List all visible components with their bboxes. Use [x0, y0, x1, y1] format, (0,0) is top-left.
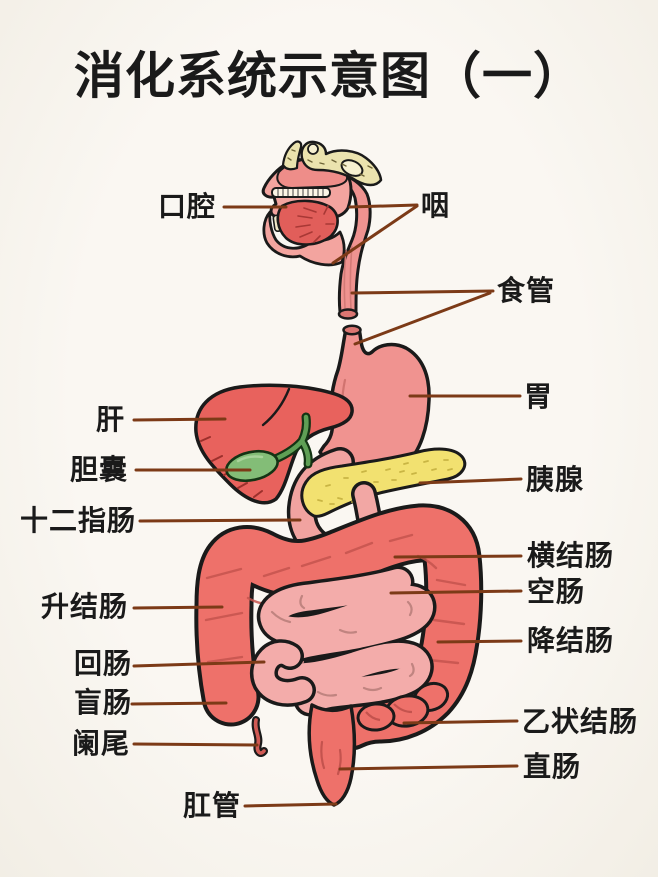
bile-ducts	[263, 412, 313, 469]
line-pharynx-upper	[348, 203, 419, 209]
label-jejunum: 空肠	[527, 575, 586, 608]
line-duodenum	[138, 518, 302, 523]
appendix-shape	[251, 716, 268, 757]
label-pharynx: 咽	[421, 189, 451, 222]
line-transverse-colon	[393, 554, 523, 559]
rectum-shape	[307, 703, 357, 807]
bone-speckles	[287, 149, 373, 177]
label-appendix: 阑尾	[72, 727, 131, 760]
line-esophagus-lower	[353, 291, 492, 346]
label-duodenum: 十二指肠	[20, 504, 137, 537]
liver-fissure	[261, 387, 291, 427]
label-rectum: 直肠	[523, 750, 582, 783]
label-descending-colon: 降结肠	[527, 624, 615, 657]
label-cecum: 盲肠	[74, 686, 133, 719]
line-pharynx-lower	[331, 204, 419, 265]
terminal-ileum-tube	[249, 639, 316, 707]
label-anal-canal: 肛管	[183, 789, 242, 822]
teeth	[271, 187, 331, 198]
rectum-shading	[320, 740, 342, 776]
line-rectum	[338, 764, 519, 771]
esophagus-cut-end	[337, 308, 359, 320]
label-oral-cavity: 口腔	[158, 190, 217, 223]
sigmoid-bumps	[356, 681, 450, 732]
label-esophagus: 食管	[497, 274, 556, 307]
line-descending-colon	[436, 639, 523, 644]
label-pancreas: 胰腺	[526, 463, 585, 496]
line-sigmoid-colon	[402, 719, 519, 725]
tongue-shape	[276, 199, 339, 246]
line-appendix	[132, 742, 259, 747]
label-ileum: 回肠	[74, 647, 133, 680]
line-anal-canal	[243, 802, 338, 808]
tongue-texture	[295, 205, 335, 243]
line-jejunum	[389, 589, 523, 595]
label-gallbladder: 胆囊	[70, 453, 129, 486]
line-esophagus-upper	[350, 289, 495, 295]
line-ascending-colon	[132, 605, 224, 610]
label-stomach: 胃	[524, 380, 554, 413]
label-ascending-colon: 升结肠	[41, 590, 129, 623]
line-liver	[132, 417, 227, 422]
label-sigmoid-colon: 乙状结肠	[522, 705, 639, 738]
small-intestine-fill	[260, 569, 433, 713]
head-section	[261, 140, 383, 320]
line-ileum	[132, 660, 266, 668]
skull-bone-shape	[281, 140, 383, 187]
esophagus-stub-opening	[342, 324, 362, 336]
gallbladder-highlight	[236, 455, 264, 463]
label-liver: 肝	[96, 403, 126, 436]
lower-jaw-shape	[262, 210, 346, 267]
page-title: 消化系统示意图（一）	[74, 47, 584, 105]
label-transverse-colon: 横结肠	[527, 539, 615, 572]
line-cecum	[130, 701, 228, 706]
line-pancreas	[418, 477, 523, 485]
leader-lines	[130, 203, 523, 808]
